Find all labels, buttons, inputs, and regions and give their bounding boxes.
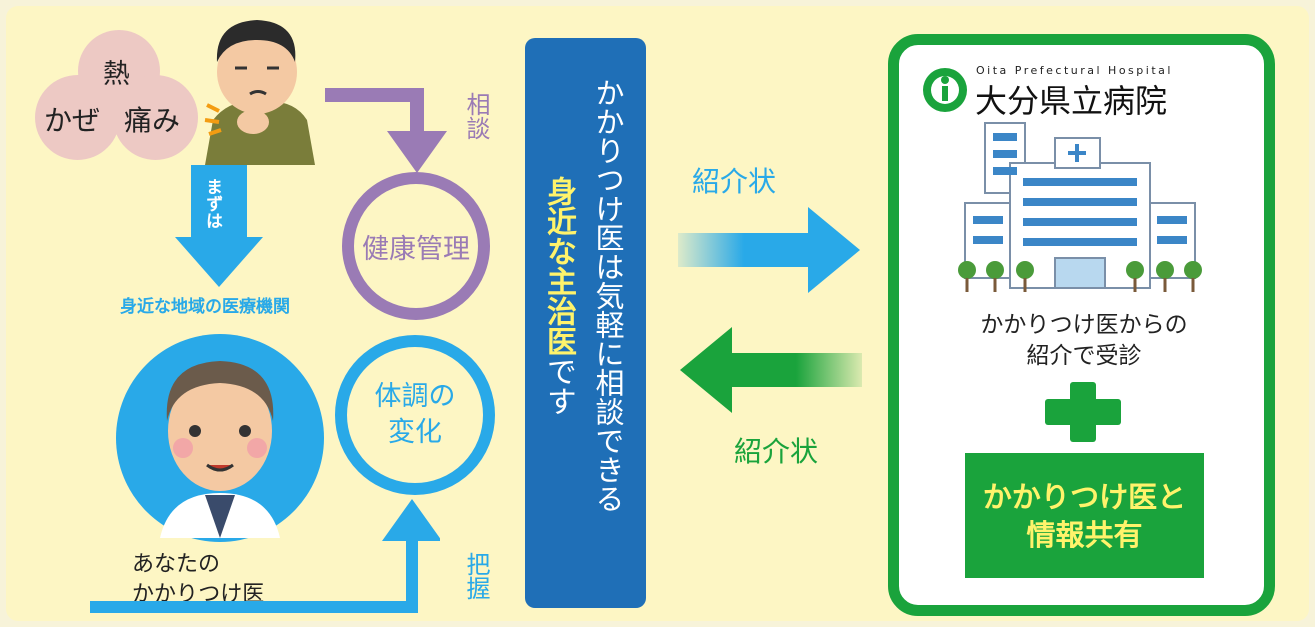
symptom-cold: かぜ (44, 104, 101, 137)
consult-arrow (325, 88, 447, 173)
doctor-icon (116, 334, 324, 542)
referral-bottom-label: 紹介状 (734, 435, 819, 468)
center-line1: かかりつけ医は気軽に相談できる (591, 78, 625, 513)
center-highlight: 身近な主治医 (541, 176, 576, 356)
condition-change-circle: 体調の 変化 (335, 335, 495, 495)
center-message-column (525, 38, 646, 608)
info-share-line1: かかりつけ医と (982, 479, 1187, 514)
grasp-label: 把握 (462, 552, 490, 600)
symptom-pain: 痛み (124, 104, 181, 137)
plus-icon (1045, 382, 1121, 442)
symptom-bubble-cold (35, 75, 120, 160)
health-management-circle: 健康管理 (342, 172, 490, 320)
hospital-building-icon (958, 122, 1202, 292)
center-suffix: です (541, 356, 576, 416)
first-down-arrow (175, 165, 263, 287)
referral-left-arrow (680, 327, 862, 413)
first-label: まずは (202, 178, 222, 229)
info-share-line2: 情報共有 (1026, 517, 1143, 552)
sick-person-icon (204, 20, 315, 165)
hospital-english-name: Oita Prefectural Hospital (976, 64, 1173, 77)
health-management-label: 健康管理 (362, 233, 470, 265)
consult-label: 相談 (462, 92, 490, 140)
grasp-arrow (90, 499, 440, 613)
info-share-box: かかりつけ医と 情報共有 (965, 453, 1204, 578)
hospital-caption-line2: 紹介で受診 (1026, 343, 1142, 369)
symptom-bubble-pain (113, 75, 198, 160)
your-doctor-line1: あなたの (132, 552, 221, 577)
condition-line1: 体調の (374, 381, 456, 412)
center-line2: 身近な主治医です (538, 176, 578, 416)
hospital-name: 大分県立病院 (975, 82, 1168, 120)
hospital-caption-line1: かかりつけ医からの (980, 312, 1188, 338)
referral-top-label: 紹介状 (692, 165, 777, 198)
local-facility-label: 身近な地域の医療機関 (120, 297, 290, 317)
referral-right-arrow (678, 207, 860, 293)
condition-line2: 変化 (388, 417, 442, 448)
symptom-fever: 熱 (103, 59, 130, 90)
hospital-logo-icon (923, 68, 967, 112)
